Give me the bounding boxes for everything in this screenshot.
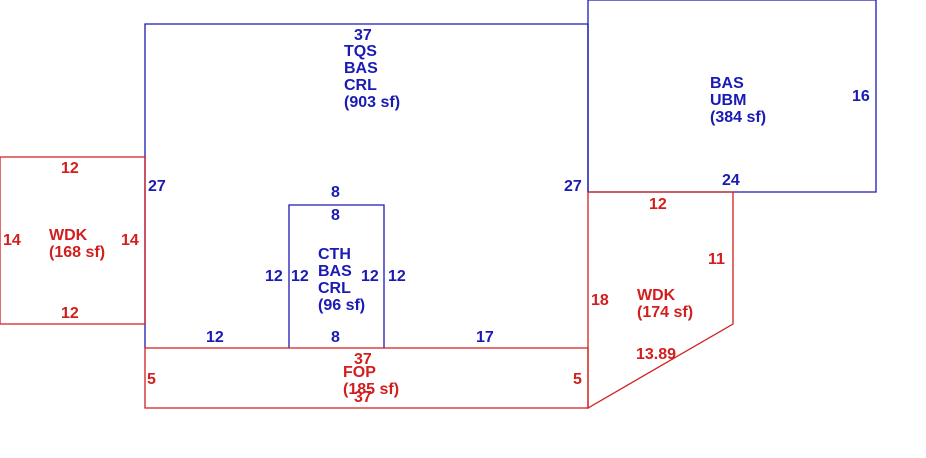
tqs-label: TQS [344, 43, 377, 60]
dim-cth-bottom: 8 [331, 329, 340, 346]
dim-cth-top-inner: 8 [331, 207, 340, 224]
fop-area: (185 sf) [343, 381, 399, 398]
dim-cth-left-inner: 12 [291, 268, 309, 285]
dim-bas-right: 16 [852, 88, 870, 105]
wdk-right-area: (174 sf) [637, 304, 693, 321]
dim-wdk-right-diag: 13.89 [636, 346, 676, 363]
dim-cth-right-inner: 12 [361, 268, 379, 285]
dim-wdk-left-bottom: 12 [61, 305, 79, 322]
bas-ubm-label: BAS [710, 75, 744, 92]
dim-fop-left: 5 [147, 371, 156, 388]
dim-wdk-right-right: 11 [708, 251, 725, 268]
dim-tqs-bottom-left: 12 [206, 329, 224, 346]
tqs-label-3: CRL [344, 77, 377, 94]
wdk-left-label: WDK [49, 227, 88, 244]
dim-tqs-bottom-right: 17 [476, 329, 494, 346]
bas-ubm-outline [587, 0, 877, 193]
dim-fop-bottom: 37 [354, 389, 372, 406]
cth-label-3: CRL [318, 280, 351, 297]
cth-area: (96 sf) [318, 297, 365, 314]
dim-cth-right-outer: 12 [388, 268, 406, 285]
dim-wdk-right-top: 12 [649, 196, 667, 213]
dim-cth-left-outer: 12 [265, 268, 283, 285]
wdk-right-label: WDK [637, 287, 676, 304]
dim-cth-top-outer: 8 [331, 184, 340, 201]
dim-tqs-right: 27 [564, 178, 582, 195]
dim-fop-right: 5 [573, 371, 582, 388]
wdk-left-area: (168 sf) [49, 244, 105, 261]
dim-wdk-left-right: 14 [121, 232, 139, 249]
wdk-left-outline [0, 156, 146, 325]
dim-tqs-left: 27 [148, 178, 166, 195]
dim-wdk-right-left: 18 [591, 292, 609, 309]
dim-wdk-left-top: 12 [61, 160, 79, 177]
tqs-area: (903 sf) [344, 94, 400, 111]
dim-bas-bottom: 24 [722, 172, 740, 189]
dim-wdk-left-left: 14 [3, 232, 21, 249]
wdk-right-outline [587, 191, 734, 410]
dim-fop-top: 37 [354, 351, 372, 368]
tqs-label-2: BAS [344, 60, 378, 77]
cth-label: CTH [318, 246, 351, 263]
dim-tqs-top: 37 [354, 27, 372, 44]
cth-label-2: BAS [318, 263, 352, 280]
bas-ubm-area: (384 sf) [710, 109, 766, 126]
bas-ubm-label-2: UBM [710, 92, 746, 109]
fop-label: FOP [343, 364, 376, 381]
cth-outline [288, 204, 385, 348]
